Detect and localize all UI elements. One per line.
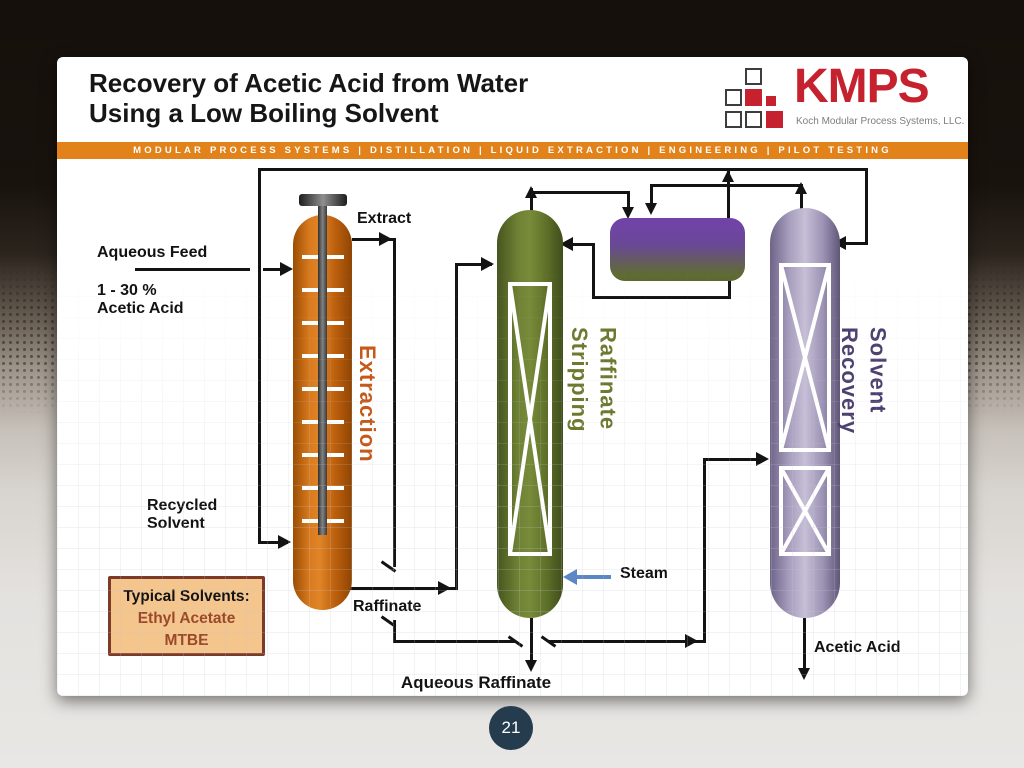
extract-label: Extract (357, 210, 412, 227)
recycled-solvent-inlet-line (258, 541, 288, 544)
decanter-aqueous-riser (592, 243, 595, 299)
packing-section-x (779, 466, 831, 556)
decanter-aqueous-line (592, 296, 731, 299)
typical-solvents-box: Typical Solvents: Ethyl Acetate MTBE (108, 576, 265, 656)
recovery-overhead-drop (650, 184, 653, 205)
recycled-solvent-line1: Recycled (147, 497, 218, 514)
arrowhead-raffinate (438, 581, 451, 595)
page-number-badge: 21 (489, 706, 533, 750)
feed-concentration-line1: 1 - 30 % (97, 282, 157, 299)
logo-square-outline (725, 111, 742, 128)
packing-section-x (508, 282, 552, 556)
slide-title: Recovery of Acetic Acid from Water Using… (89, 68, 528, 128)
arrowhead-aqueous-feed (280, 262, 293, 276)
steam-line (577, 575, 611, 579)
recovery-column-label: Solvent Recovery (835, 327, 891, 434)
aqueous-raffinate-label: Aqueous Raffinate (400, 673, 552, 692)
stripping-label-line1: Raffinate (595, 327, 621, 431)
extract-line-riser (703, 458, 706, 643)
extract-line-top (352, 238, 396, 241)
recycle-left-drop-line (258, 168, 261, 543)
page-number: 21 (501, 718, 521, 737)
arrowhead-acetic-acid (798, 668, 810, 680)
recovery-label-line1: Solvent (865, 327, 891, 414)
aqueous-feed-label: Aqueous Feed (97, 244, 208, 261)
logo-square-red (745, 89, 762, 106)
raffinate-inlet-line (455, 263, 492, 266)
logo-square-red-small (766, 96, 776, 106)
reflux-inlet-line (845, 242, 868, 245)
decanter-organic-riser (727, 168, 730, 218)
agitator-shaft (318, 198, 327, 535)
logo-square-outline (745, 68, 762, 85)
logo-square-outline (725, 89, 742, 106)
arrowhead-recovery-feed (756, 452, 769, 466)
arrowhead-extract (379, 232, 392, 246)
solvents-box-title: Typical Solvents: (123, 588, 250, 605)
recovery-label-line2: Recovery (837, 327, 863, 435)
stripper-overhead-line (530, 191, 630, 194)
raffinate-label: Raffinate (353, 598, 422, 615)
aqueous-feed-line (135, 268, 250, 271)
decanter-aqueous-drop (728, 279, 731, 299)
logo-square-outline (745, 111, 762, 128)
services-banner: MODULAR PROCESS SYSTEMS | DISTILLATION |… (57, 142, 968, 159)
recovery-overhead-line (650, 184, 803, 187)
packing-section-x (779, 263, 831, 452)
acetic-acid-line (803, 618, 806, 676)
recycle-top-line (258, 168, 865, 171)
decanter-aqueous-inlet (569, 243, 595, 246)
arrowhead-steam (563, 569, 577, 585)
raffinate-line-bottom (330, 587, 457, 590)
recycled-solvent-line2: Solvent (147, 515, 205, 532)
slide-title-line2: Using a Low Boiling Solvent (89, 98, 439, 128)
logo-company-name: Koch Modular Process Systems, LLC. (796, 116, 965, 127)
logo-acronym: KMPS (794, 60, 930, 113)
arrowhead-stripper-feed (481, 257, 494, 271)
arrowhead-decanter-aqueous (560, 237, 573, 251)
steam-label: Steam (620, 565, 669, 582)
raffinate-riser-line (455, 263, 458, 590)
slide-title-line1: Recovery of Acetic Acid from Water (89, 68, 529, 98)
extract-line-bottom-2 (549, 640, 706, 643)
stripping-column-label: Raffinate Stripping (565, 327, 621, 433)
arrowhead-into-decanter-right (645, 203, 657, 215)
feed-concentration-line2: Acetic Acid (97, 300, 184, 317)
arrowhead-recycled-solvent (278, 535, 291, 549)
agitator-motor (299, 194, 347, 206)
extract-line-bottom (393, 640, 516, 643)
decanter-vessel (610, 218, 745, 281)
recycled-solvent-label: Recycled Solvent (147, 497, 217, 533)
stripper-overhead-drop (627, 191, 630, 209)
solvent-item-1: Ethyl Acetate (137, 610, 236, 627)
aqueous-raffinate-line (530, 618, 533, 668)
extract-line-drop (393, 238, 396, 567)
arrowhead-into-decanter-left (622, 207, 634, 219)
feed-concentration-label: 1 - 30 % Acetic Acid (97, 282, 184, 318)
extract-line-drop-2 (393, 620, 396, 643)
extract-feed-inlet-line (703, 458, 760, 461)
logo-square-red (766, 111, 783, 128)
stripper-overhead-riser (530, 188, 533, 211)
solvent-item-2: MTBE (164, 632, 209, 649)
arrowhead-aqueous-raffinate (525, 660, 537, 672)
aqueous-feed-line-2 (263, 268, 280, 271)
acetic-acid-product-label: Acetic Acid (814, 639, 901, 656)
extraction-column-label: Extraction (355, 345, 381, 463)
recovery-overhead-riser (800, 184, 803, 210)
arrowhead-decanter-organic-up (722, 170, 734, 182)
arrowhead-extract-2 (685, 634, 698, 648)
reflux-drop-line (865, 168, 868, 245)
slide-card: Recovery of Acetic Acid from Water Using… (57, 57, 968, 696)
stripping-label-line2: Stripping (567, 327, 593, 433)
